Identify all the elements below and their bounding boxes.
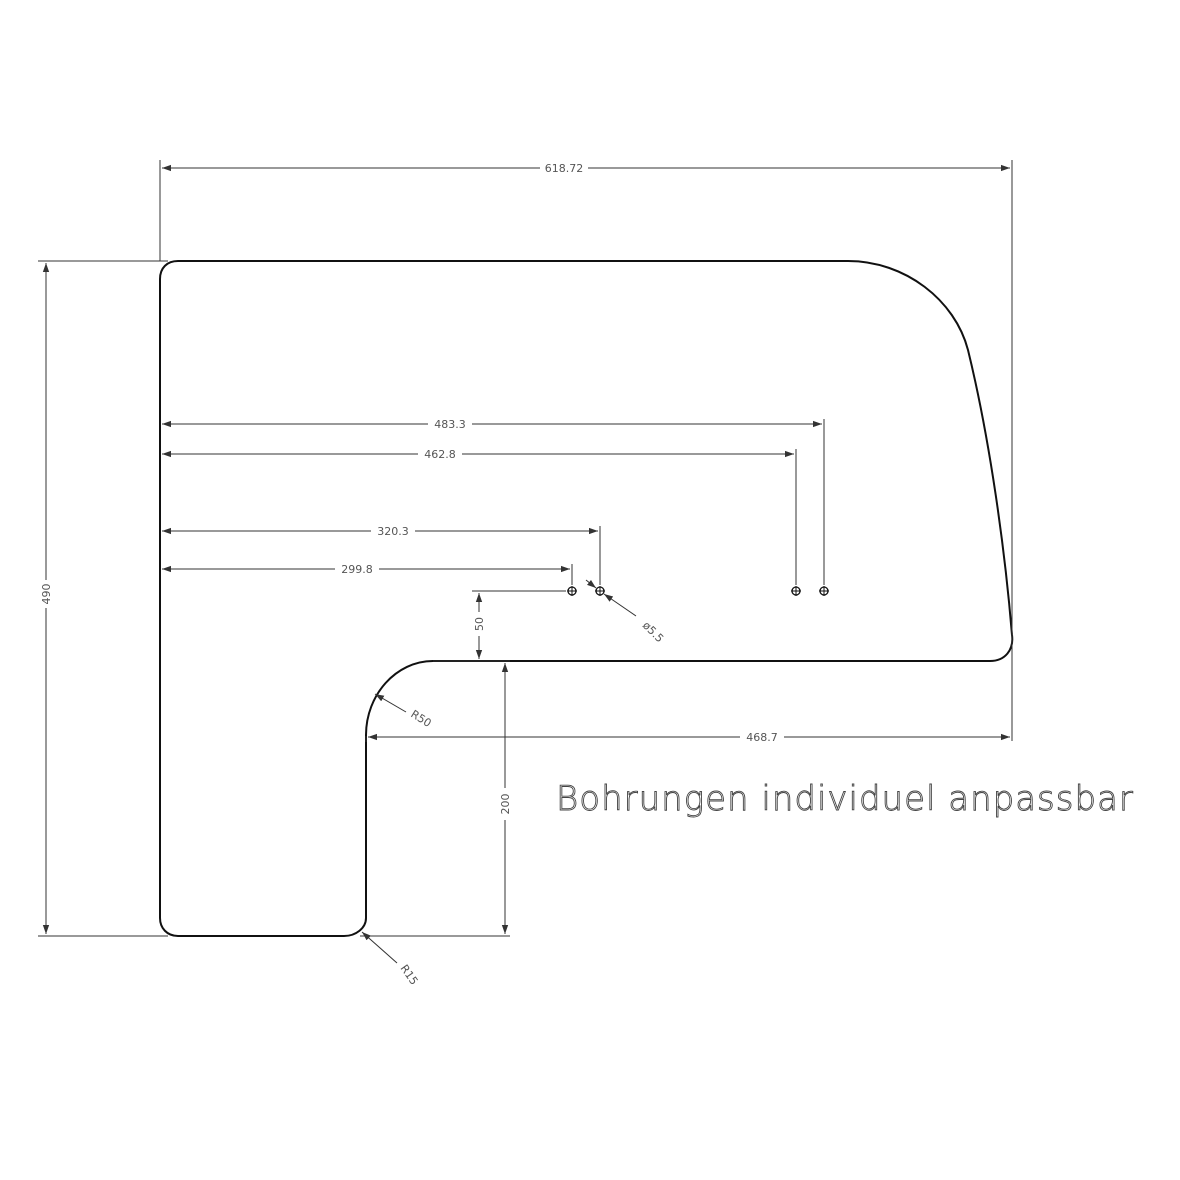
dim-line-hole-diameter [603, 593, 637, 617]
dim-line-inner-radius [374, 693, 407, 713]
mounting-holes [567, 586, 829, 596]
dim-hole-offset: 50 [473, 617, 486, 631]
desk-outline [159, 260, 1014, 937]
dim-corner-radius: R15 [398, 962, 421, 987]
dim-overall-width: 618.72 [545, 162, 584, 175]
dim-overall-height: 490 [40, 584, 53, 605]
dim-hole-4: 483.3 [434, 418, 466, 431]
dim-hole-2: 320.3 [377, 525, 409, 538]
dim-hole-diameter: ø5.5 [640, 619, 666, 645]
dim-hole-3: 462.8 [424, 448, 456, 461]
dim-upper-length: 468.7 [746, 731, 778, 744]
dim-inner-radius: R50 [408, 708, 433, 730]
dim-line-corner-radius [361, 931, 398, 964]
dim-leg-depth: 200 [499, 794, 512, 815]
dim-hole-1: 299.8 [341, 563, 373, 576]
note-text: Bohrungen individuel anpassbar [556, 779, 1134, 819]
extension-lines [38, 160, 1013, 937]
